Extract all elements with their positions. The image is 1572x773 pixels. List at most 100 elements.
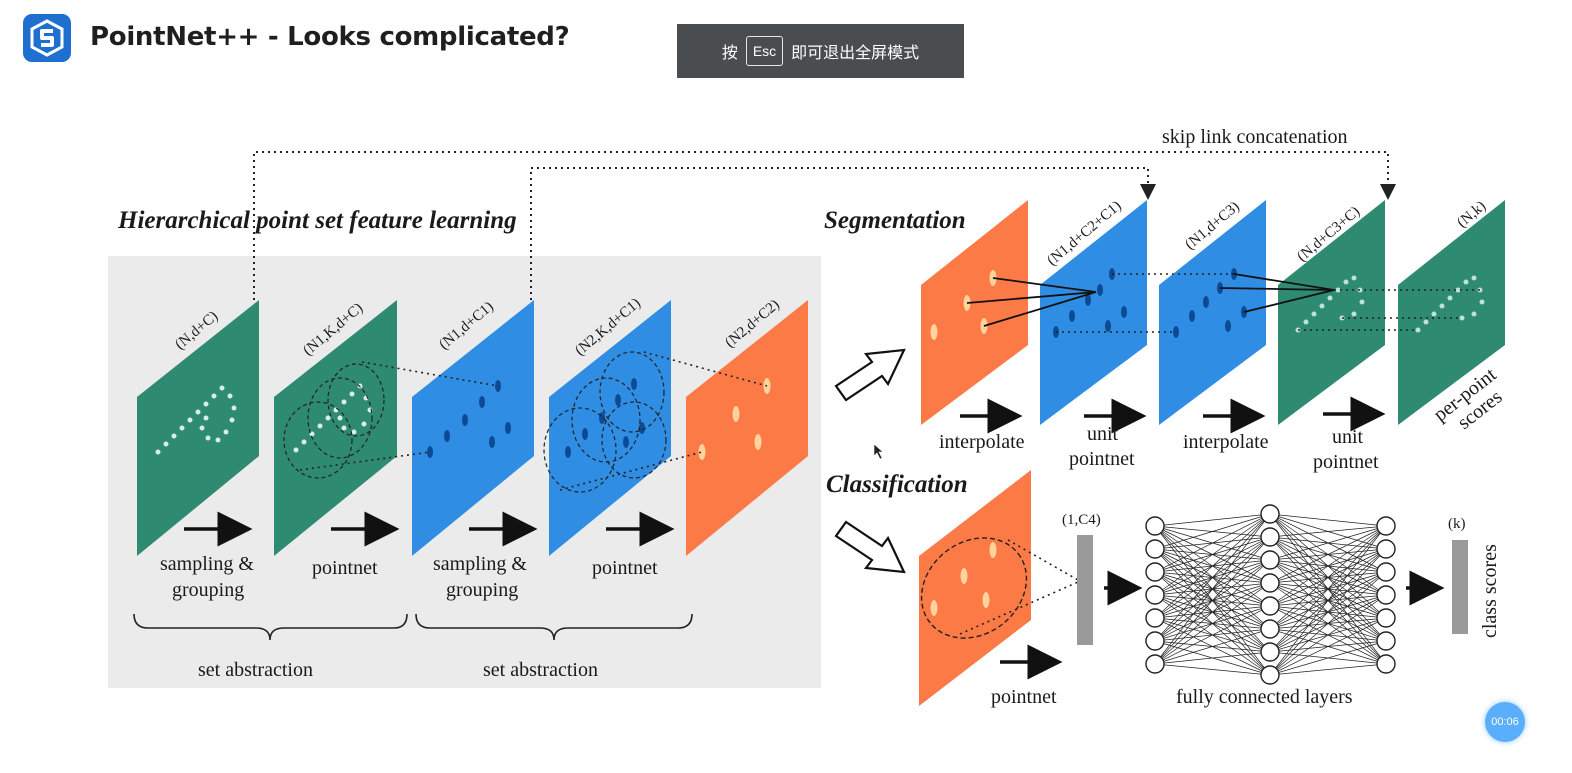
slide-title: PointNet++ - Looks complicated? bbox=[90, 22, 570, 52]
cls-label-pointnet: pointnet bbox=[991, 686, 1057, 708]
fc-edge bbox=[1154, 605, 1271, 665]
seg-plane-interp-1 bbox=[1040, 200, 1147, 425]
fc-node bbox=[1376, 585, 1396, 605]
fc-edge bbox=[1269, 663, 1387, 676]
fc-node bbox=[1145, 539, 1165, 559]
grouping-circles-2 bbox=[543, 351, 667, 493]
fc-edge bbox=[1269, 548, 1387, 676]
fc-node bbox=[1376, 631, 1396, 651]
fc-edge bbox=[1269, 525, 1387, 630]
grouping-circles-1 bbox=[283, 363, 385, 479]
skip-link-lines bbox=[253, 151, 1396, 300]
seg-label-unit-1a: unit bbox=[1087, 423, 1119, 445]
fc-node bbox=[1260, 550, 1280, 570]
fc-node bbox=[1376, 654, 1396, 674]
fc-node bbox=[1145, 631, 1165, 651]
plane-grouped-features bbox=[549, 300, 671, 556]
mouse-cursor-icon bbox=[873, 443, 884, 460]
notice-suffix: 即可退出全屏模式 bbox=[791, 45, 920, 62]
seg-label-unit-2a: unit bbox=[1332, 426, 1364, 448]
seg-plane-output bbox=[1398, 200, 1505, 425]
cls-plane-level2 bbox=[919, 470, 1031, 706]
label-set-abstraction-2: set abstraction bbox=[483, 659, 598, 681]
fc-edge bbox=[1269, 617, 1387, 676]
seg-dotted-links bbox=[1056, 273, 1480, 333]
classification-title: Classification bbox=[826, 471, 968, 498]
fully-connected-network bbox=[1145, 504, 1396, 685]
fc-node bbox=[1260, 665, 1280, 685]
label-set-abstraction-1: set abstraction bbox=[198, 659, 313, 681]
label-sampling-grouping-2a: sampling & bbox=[433, 553, 527, 575]
label-sampling-grouping-1a: sampling & bbox=[160, 553, 254, 575]
fc-node bbox=[1260, 573, 1280, 593]
recording-timer-badge[interactable]: 00:06 bbox=[1485, 702, 1525, 742]
cls-dim-output: (k) bbox=[1448, 516, 1466, 532]
seg-interp-1-points bbox=[1053, 268, 1127, 338]
label-pointnet-2: pointnet bbox=[592, 557, 658, 579]
grouped-feature-points bbox=[565, 378, 645, 458]
fc-node bbox=[1376, 562, 1396, 582]
fc-edges bbox=[1154, 513, 1387, 676]
fc-node bbox=[1376, 539, 1396, 559]
fc-edge bbox=[1154, 513, 1271, 642]
fc-edge bbox=[1269, 513, 1387, 527]
fc-edge bbox=[1269, 640, 1387, 676]
fc-edge bbox=[1154, 663, 1271, 676]
seg-interp-lines bbox=[966, 273, 1335, 327]
label-sampling-grouping-1b: grouping bbox=[172, 579, 244, 601]
hollow-arrow-to-segmentation bbox=[834, 348, 906, 402]
cls-output-bar bbox=[1452, 540, 1468, 634]
fc-node bbox=[1145, 562, 1165, 582]
cls-dim-global: (1,C4) bbox=[1062, 512, 1101, 528]
cls-projection-lines bbox=[959, 539, 1079, 635]
cls-global-feature-bar bbox=[1077, 535, 1093, 645]
fc-edge bbox=[1154, 513, 1271, 596]
fc-node bbox=[1260, 596, 1280, 616]
group-projection-lines-1 bbox=[299, 361, 499, 471]
cls-level2-points bbox=[930, 542, 997, 616]
logo-glyph bbox=[30, 19, 64, 57]
fc-node bbox=[1376, 608, 1396, 628]
cls-label-fc: fully connected layers bbox=[1176, 686, 1353, 708]
fc-edge bbox=[1154, 628, 1271, 665]
seg-label-interpolate-2: interpolate bbox=[1183, 431, 1269, 453]
cls-label-class-scores: class scores bbox=[1479, 544, 1501, 638]
seg-plane-interp-2 bbox=[1278, 200, 1385, 425]
skip-link-label: skip link concatenation bbox=[1162, 126, 1348, 148]
hierarchical-title: Hierarchical point set feature learning bbox=[117, 207, 517, 234]
fc-nodes bbox=[1145, 504, 1396, 685]
plane-level2-features bbox=[686, 300, 808, 556]
seg-label-unit-2b: pointnet bbox=[1313, 451, 1379, 473]
segmentation-title: Segmentation bbox=[824, 207, 966, 234]
seg-plane-level2 bbox=[921, 200, 1028, 425]
plane-input-points bbox=[137, 300, 259, 556]
notice-prefix: 按 bbox=[721, 45, 738, 62]
fc-edge bbox=[1154, 536, 1271, 665]
cls-arrows bbox=[1000, 570, 1445, 680]
fc-node bbox=[1260, 619, 1280, 639]
seg-label-unit-1b: pointnet bbox=[1069, 448, 1135, 470]
fc-edge bbox=[1154, 513, 1271, 550]
fc-node bbox=[1260, 527, 1280, 547]
fc-edge bbox=[1269, 525, 1387, 538]
set-abstraction-braces bbox=[133, 613, 693, 641]
plane-level1-features bbox=[412, 300, 534, 556]
seg-output-points bbox=[1415, 275, 1485, 333]
fc-edge bbox=[1154, 513, 1271, 527]
esc-key-badge: Esc bbox=[745, 36, 784, 66]
fullscreen-exit-notice: 按 Esc 即可退出全屏模式 bbox=[677, 24, 964, 78]
fc-node bbox=[1145, 516, 1165, 536]
fc-edge bbox=[1154, 582, 1271, 665]
plane-grouped-points bbox=[274, 300, 397, 556]
fc-edge bbox=[1269, 571, 1387, 676]
fc-node bbox=[1260, 642, 1280, 662]
app-logo-icon bbox=[23, 14, 71, 62]
fc-edge bbox=[1269, 525, 1387, 607]
hollow-arrow-to-classification bbox=[834, 520, 906, 574]
fc-node bbox=[1260, 504, 1280, 524]
fc-edge bbox=[1154, 651, 1271, 665]
fc-edge bbox=[1269, 594, 1387, 676]
branch-arrows bbox=[834, 348, 906, 574]
fc-edge bbox=[1269, 525, 1387, 653]
